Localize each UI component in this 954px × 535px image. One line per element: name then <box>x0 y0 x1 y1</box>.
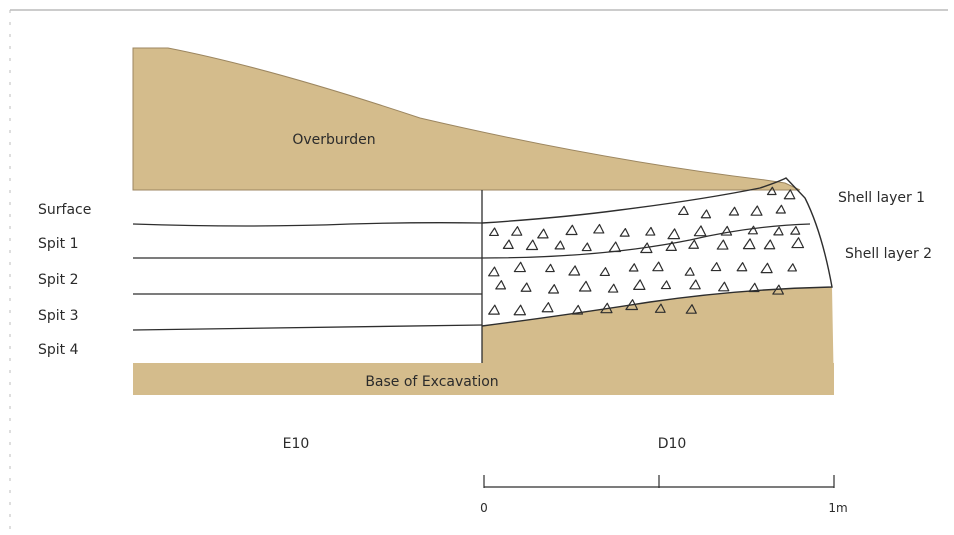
shell-fragments <box>488 186 805 316</box>
shell-fragment <box>525 239 539 251</box>
shell-fragment <box>689 279 701 290</box>
shell-fragment <box>488 227 499 237</box>
shell-fragment <box>607 283 619 293</box>
shell-layer-boundary <box>481 223 811 259</box>
shell-fragment <box>593 223 605 234</box>
shell-fragment <box>502 239 514 249</box>
shell-fragment <box>568 265 581 276</box>
shell-fragment <box>665 241 677 252</box>
shell-fragment <box>645 226 656 236</box>
shell-fragment <box>742 238 756 250</box>
shell-fragment <box>571 304 584 315</box>
square-label-d10: D10 <box>658 436 687 452</box>
shell-fragment <box>541 302 554 313</box>
shell-fragment <box>760 262 773 274</box>
scale-label-start: 0 <box>480 501 488 515</box>
shell-fragment <box>654 303 666 313</box>
shell-fragment <box>736 262 748 272</box>
shell-fragment <box>640 242 653 254</box>
square-label-e10: E10 <box>283 436 310 452</box>
shell-layer-1-label: Shell layer 1 <box>838 190 925 206</box>
shell-fragment <box>783 189 796 200</box>
scale-label-end: 1m <box>828 501 847 515</box>
spit-label-spit-3: Spit 3 <box>38 308 79 324</box>
shell-fragment <box>667 228 681 240</box>
spit-label-spit-1: Spit 1 <box>38 236 79 252</box>
shell-fragment <box>710 262 722 272</box>
shell-fragment <box>488 266 500 277</box>
shell-fragment <box>608 241 622 253</box>
shell-fragment <box>565 224 578 236</box>
shell-fragment <box>652 261 664 272</box>
shell-fragment <box>554 240 565 250</box>
shell-fragment <box>791 237 805 249</box>
shell-fragment <box>488 304 500 315</box>
shell-fragment <box>763 239 776 250</box>
overburden-label: Overburden <box>292 132 375 148</box>
shell-fragment <box>600 302 613 314</box>
shell-fragment <box>700 209 712 219</box>
shell-fragment <box>773 226 784 236</box>
shell-fragment <box>520 282 532 292</box>
shell-fragment <box>748 282 760 293</box>
base-of-excavation-label: Base of Excavation <box>365 374 498 390</box>
shell-fragment <box>545 263 555 273</box>
shell-fragment <box>628 263 639 272</box>
shell-fragment <box>513 304 527 316</box>
shell-fragment <box>716 239 729 250</box>
spit-label-surface: Surface <box>38 202 91 218</box>
shell-fragment <box>495 280 507 290</box>
shell-fragment <box>728 206 740 216</box>
spit-label-spit-4: Spit 4 <box>38 342 79 358</box>
shell-fragment <box>660 280 672 290</box>
shell-fragment <box>684 267 695 276</box>
shell-fragment <box>625 299 639 311</box>
shell-fragment <box>718 281 730 292</box>
shell-fragment <box>775 204 786 214</box>
scale-bar: 0 1m <box>480 475 848 515</box>
shell-fragment <box>772 284 784 295</box>
shell-layer-2-label: Shell layer 2 <box>845 246 932 262</box>
shell-fragment <box>750 205 763 216</box>
shell-fragment <box>766 186 777 196</box>
shell-fragment <box>581 242 592 252</box>
shell-fragment <box>633 279 646 290</box>
shell-fragment <box>790 225 801 235</box>
shell-fragment <box>599 267 610 277</box>
base-of-excavation-band <box>133 363 834 395</box>
overburden-layer <box>132 47 801 191</box>
shell-fragment <box>685 304 697 314</box>
spit-3-base-line <box>132 324 483 331</box>
shell-fragment <box>548 284 560 294</box>
shell-fragment <box>747 225 758 235</box>
shell-fragment <box>693 225 707 237</box>
shell-fragment <box>513 261 526 273</box>
shell-fragment <box>678 205 689 216</box>
shell-fragment <box>720 225 733 236</box>
shell-fragment <box>787 263 797 272</box>
surface-line <box>132 222 483 227</box>
shell-fragment <box>688 239 699 249</box>
shell-fragment <box>511 226 523 236</box>
shell-fragment <box>619 227 630 237</box>
shell-fragment <box>537 228 549 239</box>
spit-label-spit-2: Spit 2 <box>38 272 79 288</box>
shell-fragment <box>578 280 592 292</box>
